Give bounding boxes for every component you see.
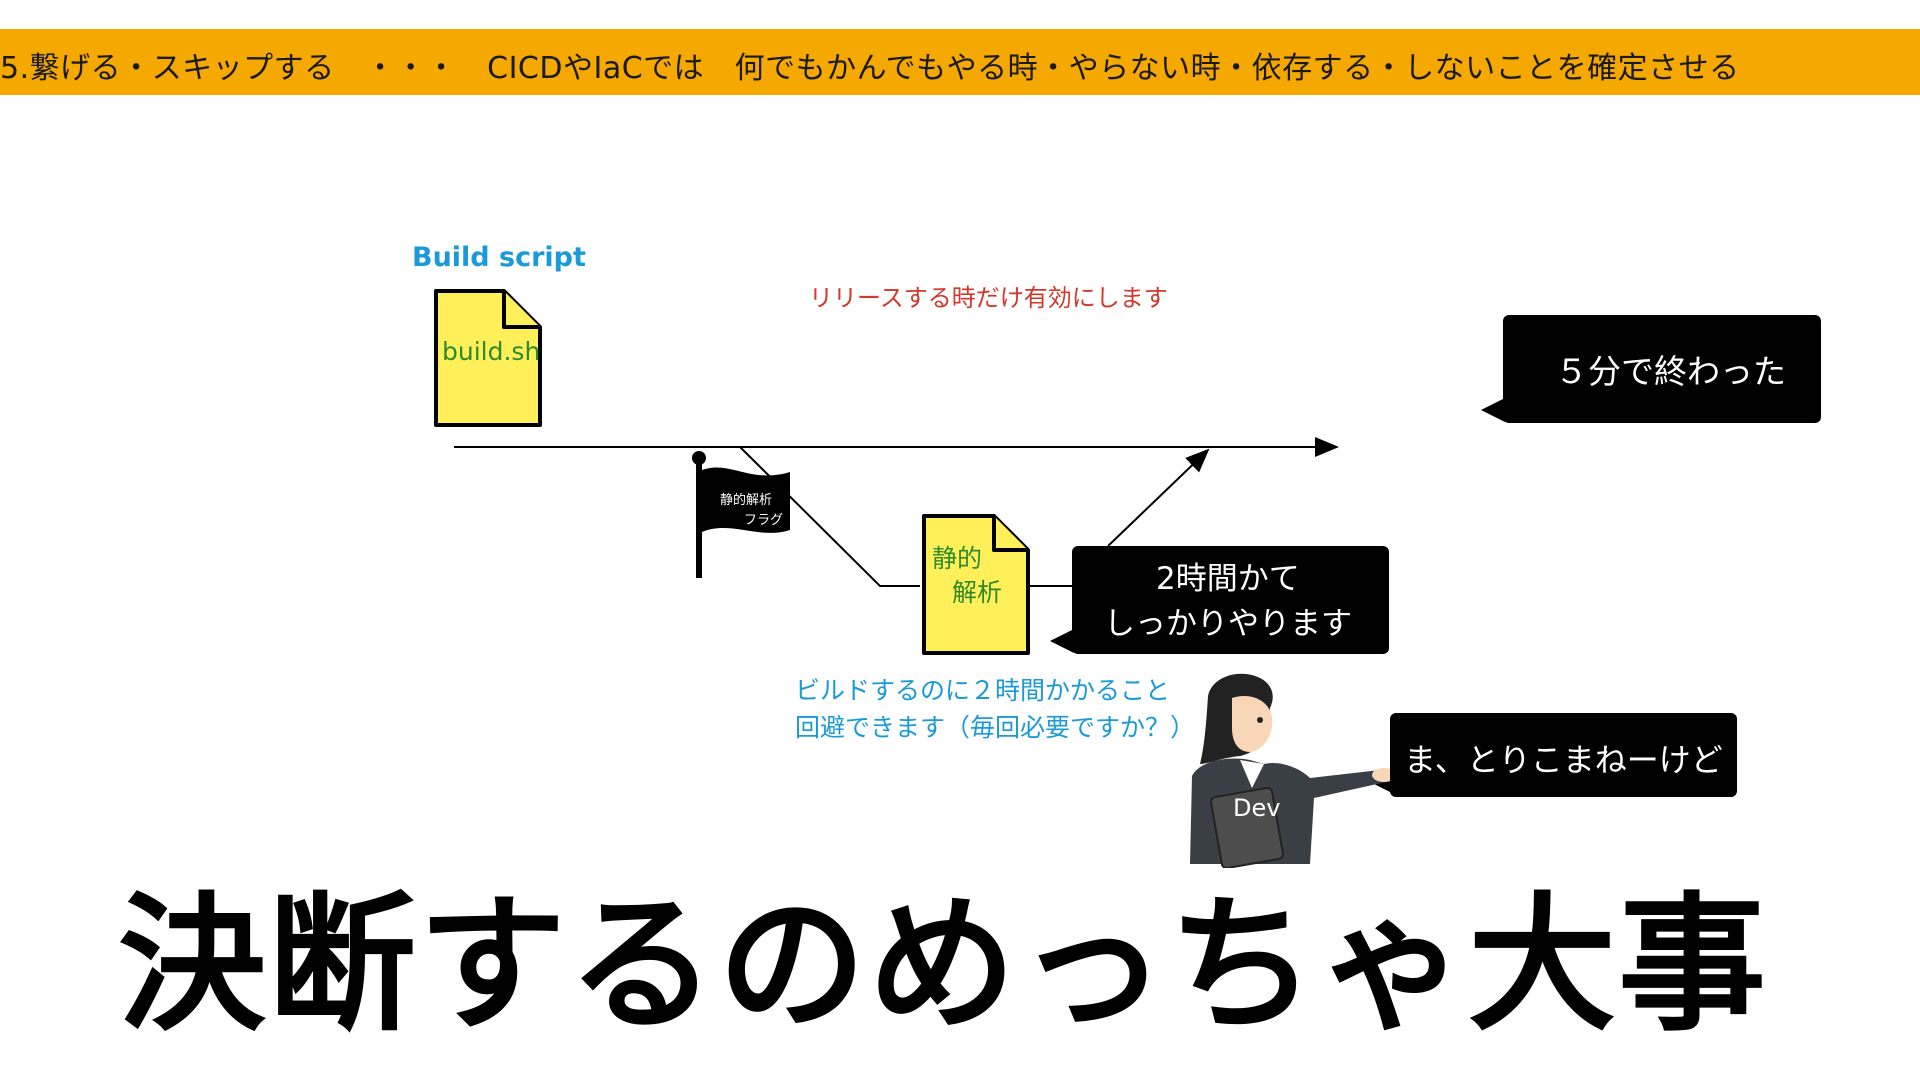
flag-label-1: 静的解析 bbox=[720, 493, 773, 508]
five-minutes-bubble: ５分で終わった bbox=[1503, 315, 1821, 423]
skip-note-line-2: 回避できます（毎回必要ですか？） bbox=[795, 713, 1196, 742]
two-hours-text-2: しっかりやります bbox=[1104, 606, 1352, 642]
two-hours-bubble: 2時間かて しっかりやります bbox=[1072, 546, 1389, 654]
five-minutes-text: ５分で終わった bbox=[1555, 352, 1786, 391]
skip-note-line-1: ビルドするのに２時間かかること bbox=[795, 676, 1171, 705]
dev-comment-bubble: ま、とりこまねーけど bbox=[1390, 713, 1737, 797]
flag-icon bbox=[692, 451, 790, 578]
skip-note: ビルドするのに２時間かかること 回避できます（毎回必要ですか？） bbox=[795, 672, 1195, 746]
two-hours-bubble-tail bbox=[1050, 629, 1074, 653]
five-minutes-bubble-tail bbox=[1481, 398, 1505, 422]
conclusion-headline: 決断するのめっちゃ大事 bbox=[118, 879, 1768, 1051]
build-script-label: Build script bbox=[412, 242, 586, 273]
static-label-2: 解析 bbox=[952, 578, 1003, 607]
build-sh-label: build.sh bbox=[442, 337, 541, 366]
static-analysis-file-icon: 静的 解析 bbox=[920, 512, 1032, 657]
build-sh-file-icon: build.sh bbox=[432, 287, 544, 429]
return-arrow bbox=[1107, 448, 1210, 547]
two-hours-text-1: 2時間かて bbox=[1156, 561, 1300, 597]
dev-comment-text: ま、とりこまねーけど bbox=[1404, 741, 1723, 779]
developer-figure: Dev bbox=[1160, 668, 1396, 872]
static-analysis-flag: 静的解析 フラグ bbox=[690, 450, 800, 580]
developer-illustration bbox=[1190, 673, 1396, 870]
header-banner: 5.繋げる・スキップする ・・・ CICDやIaCでは 何でもかんでもやる時・や… bbox=[0, 29, 1920, 95]
dev-badge: Dev bbox=[1233, 794, 1281, 822]
header-text: 5.繋げる・スキップする ・・・ CICDやIaCでは 何でもかんでもやる時・や… bbox=[0, 51, 1740, 86]
flag-label-2: フラグ bbox=[744, 513, 784, 528]
release-note: リリースする時だけ有効にします bbox=[809, 284, 1168, 312]
static-label-1: 静的 bbox=[932, 544, 983, 573]
